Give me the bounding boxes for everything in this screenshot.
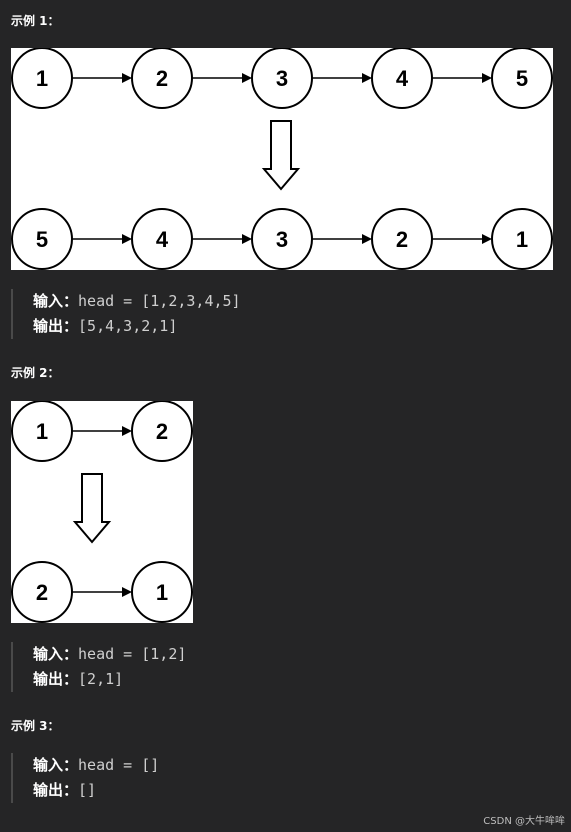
arrow-head-icon [482, 234, 492, 244]
list-node [251, 208, 313, 270]
example-2-input-line: 输入：head = [1,2] [33, 642, 186, 667]
list-node-value: 5 [516, 66, 528, 91]
example-3-input-line: 输入：head = [] [33, 753, 159, 778]
csdn-watermark: CSDN @大牛哞哞 [483, 816, 565, 827]
output-value: [2,1] [78, 670, 124, 688]
example-2-io-block: 输入：head = [1,2] 输出：[2,1] [11, 642, 186, 692]
list-node-value: 1 [156, 580, 168, 605]
list-node [251, 48, 313, 109]
input-label: 输入： [33, 292, 79, 310]
arrow-head-icon [242, 234, 252, 244]
list-node [491, 48, 553, 109]
list-node-value: 1 [36, 66, 48, 91]
example-1-heading: 示例 1： [11, 14, 60, 28]
list-node-value: 3 [276, 66, 288, 91]
example-3-io-block: 输入：head = [] 输出：[] [11, 753, 159, 803]
list-node [11, 561, 73, 623]
output-value: [5,4,3,2,1] [78, 317, 178, 335]
list-node [131, 208, 193, 270]
input-value: head = [1,2,3,4,5] [78, 292, 241, 310]
list-node-value: 2 [396, 227, 408, 252]
example-1-io-block: 输入：head = [1,2,3,4,5] 输出：[5,4,3,2,1] [11, 289, 241, 339]
list-node-value: 2 [156, 66, 168, 91]
example-3-output-line: 输出：[] [33, 778, 159, 803]
arrow-head-icon [122, 234, 132, 244]
arrow-head-icon [122, 587, 132, 597]
list-node [371, 208, 433, 270]
example-1-input-line: 输入：head = [1,2,3,4,5] [33, 289, 241, 314]
example-1-output-line: 输出：[5,4,3,2,1] [33, 314, 241, 339]
list-node [11, 48, 73, 109]
list-node-value: 2 [36, 580, 48, 605]
list-node-value: 4 [156, 227, 169, 252]
list-node-value: 1 [516, 227, 528, 252]
example-3-heading: 示例 3： [11, 719, 60, 733]
input-label: 输入： [33, 645, 79, 663]
arrow-head-icon [122, 426, 132, 436]
list-node [131, 401, 193, 462]
example-2-output-line: 输出：[2,1] [33, 667, 186, 692]
arrow-head-icon [122, 73, 132, 83]
down-arrow-icon [72, 473, 112, 544]
arrow-head-icon [242, 73, 252, 83]
list-node [11, 208, 73, 270]
arrow-head-icon [482, 73, 492, 83]
linked-list-reversal-diagram: 1 2 2 1 [11, 401, 193, 623]
list-node-value: 5 [36, 227, 48, 252]
list-node-value: 4 [396, 66, 409, 91]
list-node [131, 561, 193, 623]
list-node-value: 2 [156, 419, 168, 444]
input-value: head = [1,2] [78, 645, 187, 663]
example-2-heading: 示例 2： [11, 366, 60, 380]
arrow-head-icon [362, 73, 372, 83]
list-node [11, 401, 73, 462]
list-node-value: 1 [36, 419, 48, 444]
list-node-value: 3 [276, 227, 288, 252]
list-node [491, 208, 553, 270]
input-label: 输入： [33, 756, 79, 774]
down-arrow-icon [261, 120, 301, 191]
list-node [371, 48, 433, 109]
linked-list-reversal-diagram: 1 2 3 4 5 5 4 3 2 1 [11, 48, 553, 270]
output-label: 输出： [33, 317, 79, 335]
list-node [131, 48, 193, 109]
example-2-figure: 1 2 2 1 [11, 401, 193, 623]
output-label: 输出： [33, 670, 79, 688]
output-label: 输出： [33, 781, 79, 799]
input-value: head = [] [78, 756, 160, 774]
example-1-figure: 1 2 3 4 5 5 4 3 2 1 [11, 48, 553, 270]
arrow-head-icon [362, 234, 372, 244]
output-value: [] [78, 781, 97, 799]
